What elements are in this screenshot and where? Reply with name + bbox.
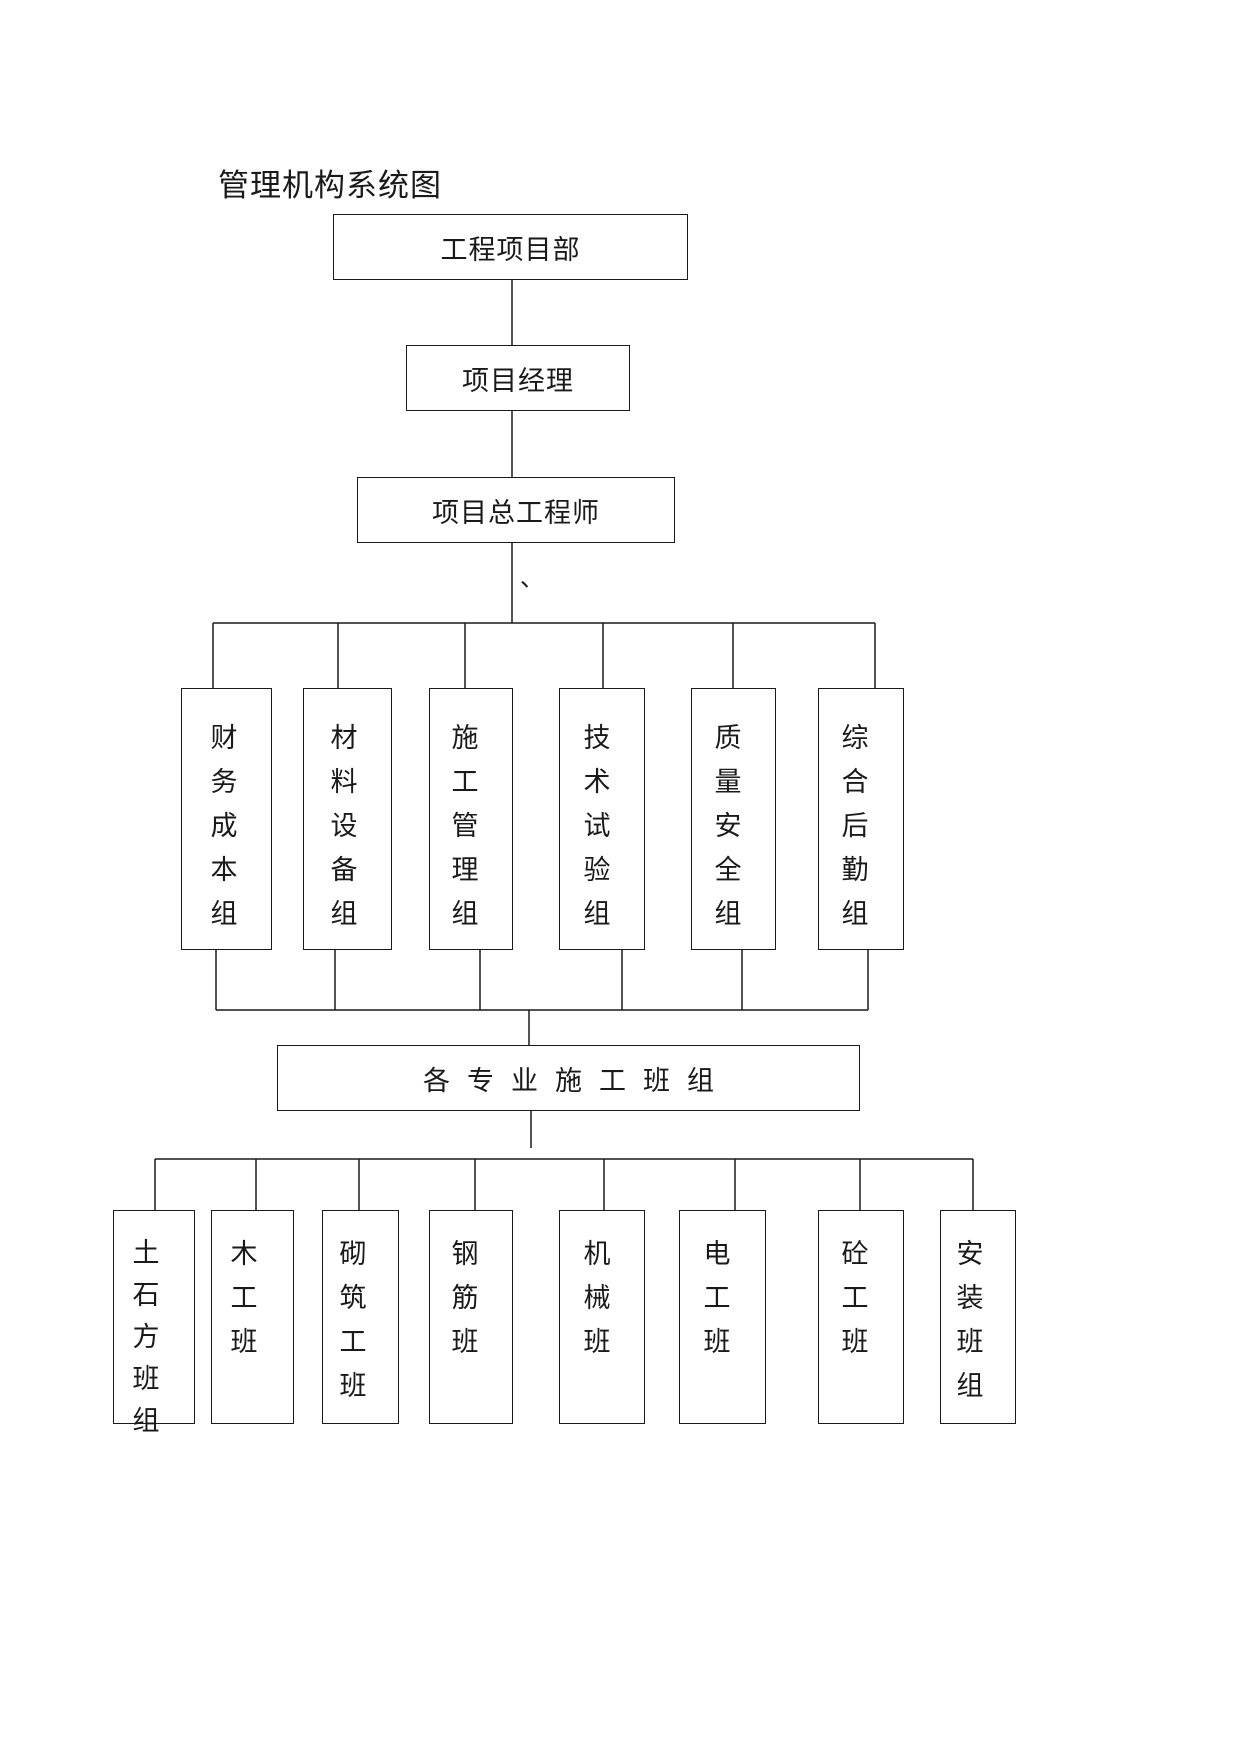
team-label: 钢筋班 (451, 1239, 479, 1358)
punctuation-mark: 、 (520, 564, 544, 592)
team-box-electrical: 电工班 (679, 1210, 766, 1424)
team-label: 砼工班 (841, 1239, 869, 1358)
node-department: 工程项目部 (333, 214, 688, 280)
team-label: 电工班 (703, 1239, 731, 1358)
group-box-finance: 财务成本组 (181, 688, 272, 950)
node-manager: 项目经理 (406, 345, 630, 411)
node-department-label: 工程项目部 (440, 234, 581, 266)
team-label: 安装班组 (956, 1239, 984, 1402)
team-box-machinery: 机械班 (559, 1210, 645, 1424)
group-box-logistics: 综合后勤组 (818, 688, 904, 950)
group-label: 技术试验组 (583, 723, 611, 930)
team-box-installation: 安装班组 (940, 1210, 1016, 1424)
group-box-technical: 技术试验组 (559, 688, 645, 950)
group-label: 财务成本组 (210, 723, 238, 930)
team-label: 木工班 (230, 1239, 258, 1358)
group-label: 质量安全组 (714, 723, 742, 930)
group-label: 综合后勤组 (841, 723, 869, 930)
team-box-rebar: 钢筋班 (429, 1210, 513, 1424)
team-label: 土石方班组 (132, 1238, 160, 1437)
page-title: 管理机构系统图 (218, 168, 442, 204)
team-box-concrete: 砼工班 (818, 1210, 904, 1424)
node-chief-engineer: 项目总工程师 (357, 477, 675, 543)
node-chief-engineer-label: 项目总工程师 (432, 497, 600, 529)
team-box-masonry: 砌筑工班 (322, 1210, 399, 1424)
group-label: 材料设备组 (330, 723, 358, 930)
node-teams-header: 各专业施工班组 (277, 1045, 860, 1111)
node-teams-header-label: 各专业施工班组 (423, 1065, 731, 1097)
group-label: 施工管理组 (451, 723, 479, 930)
team-label: 机械班 (583, 1239, 611, 1358)
group-box-quality: 质量安全组 (691, 688, 776, 950)
team-box-carpentry: 木工班 (211, 1210, 294, 1424)
group-box-construction: 施工管理组 (429, 688, 513, 950)
node-manager-label: 项目经理 (462, 365, 574, 397)
group-box-materials: 材料设备组 (303, 688, 392, 950)
team-box-earthwork: 土石方班组 (113, 1210, 195, 1437)
team-label: 砌筑工班 (339, 1239, 367, 1402)
